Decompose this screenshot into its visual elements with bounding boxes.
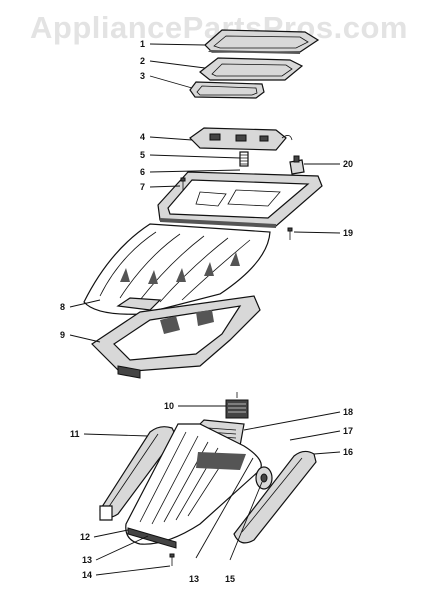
part-4-panel-plate — [189, 127, 293, 151]
callout-20: 20 — [343, 159, 353, 169]
callout-12: 12 — [80, 532, 90, 542]
part-2-lid — [199, 57, 304, 81]
callout-14: 14 — [82, 570, 92, 580]
part-6-frame — [157, 171, 323, 228]
callout-15: 15 — [225, 574, 235, 584]
callout-6: 6 — [140, 167, 145, 177]
callout-4: 4 — [140, 132, 145, 142]
callout-3: 3 — [140, 71, 145, 81]
callout-17: 17 — [343, 426, 353, 436]
callout-2: 2 — [140, 56, 145, 66]
part-3-filter-screen — [189, 81, 265, 99]
callout-13-left: 13 — [82, 555, 92, 565]
callout-13-right: 13 — [189, 574, 199, 584]
part-7-screw — [180, 177, 186, 190]
callout-7: 7 — [140, 182, 145, 192]
callout-5: 5 — [140, 150, 145, 160]
part-19-pin — [287, 227, 293, 240]
callout-1: 1 — [140, 39, 145, 49]
callout-labels: 1 2 3 4 5 6 7 8 9 10 11 12 13 14 13 15 1… — [60, 39, 353, 584]
callout-18: 18 — [343, 407, 353, 417]
part-16-right-handle — [233, 450, 317, 544]
callout-10: 10 — [164, 401, 174, 411]
part-9-base-tray — [91, 295, 261, 379]
part-8-outer-lid — [83, 223, 271, 315]
part-13-15-wheel — [255, 466, 273, 490]
callout-11: 11 — [70, 429, 80, 439]
part-20-latch — [289, 155, 305, 175]
part-14-screw — [169, 553, 175, 566]
leader-lines — [69, 43, 341, 576]
part-5-spring — [239, 151, 249, 167]
part-1-top-cover — [204, 29, 320, 54]
callout-8: 8 — [60, 302, 65, 312]
callout-9: 9 — [60, 330, 65, 340]
part-12-housing — [125, 423, 262, 549]
callout-16: 16 — [343, 447, 353, 457]
part-10-filter-pad — [225, 392, 249, 419]
callout-19: 19 — [343, 228, 353, 238]
